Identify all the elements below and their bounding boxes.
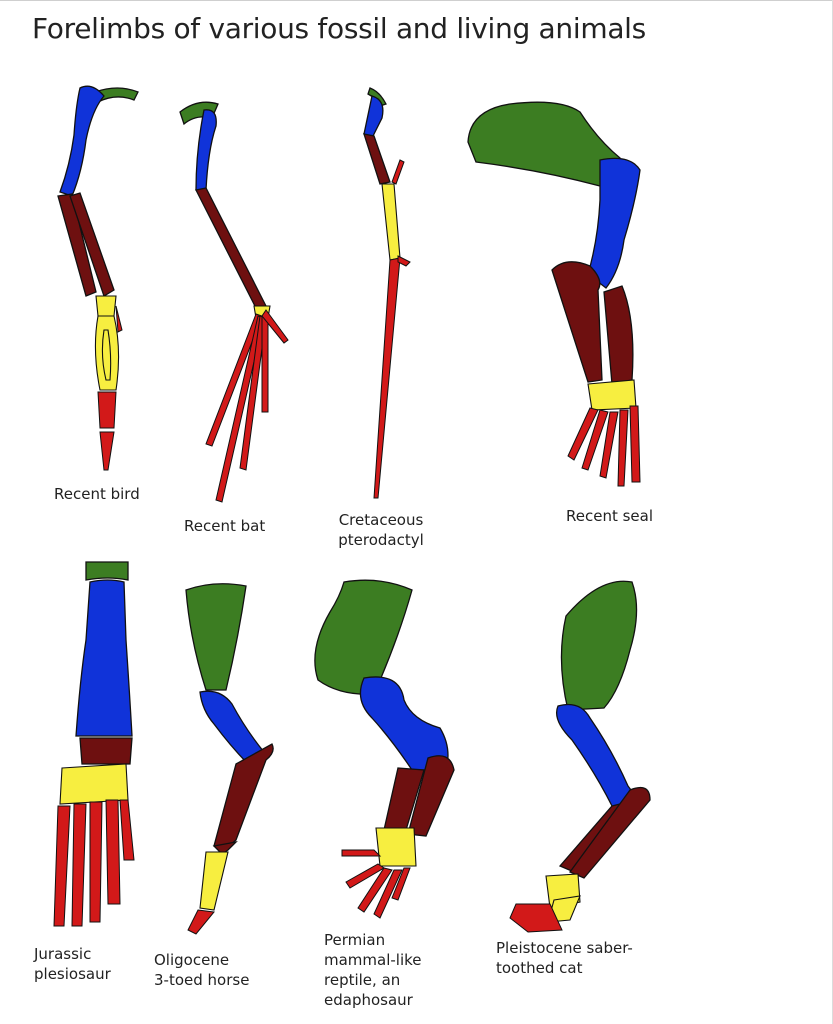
pterodactyl-metacarpal	[381, 183, 401, 261]
seal-carpals	[587, 379, 637, 411]
bat-digit-4	[261, 315, 269, 413]
label-line: Recent bat	[184, 517, 266, 535]
cat-claws	[509, 903, 563, 933]
bird-humerus	[59, 85, 105, 197]
bird-spur	[115, 305, 123, 333]
plesiosaur-digit-1	[53, 805, 71, 927]
label-edaphosaur: Permian mammal-like reptile, an edaphosa…	[324, 930, 422, 1010]
bird-scapula	[94, 87, 139, 103]
seal-digit-3	[599, 411, 619, 479]
horse-hoof	[187, 909, 215, 935]
label-line: Oligocene	[154, 951, 230, 969]
plesiosaur-digit-2	[71, 803, 87, 927]
seal-radius	[551, 261, 603, 383]
plesiosaur-forelimb	[53, 561, 135, 927]
label-pterodactyl: Cretaceous pterodactyl	[320, 510, 442, 550]
seal-digit-1	[567, 407, 599, 461]
label-line: Cretaceous	[338, 511, 424, 529]
plesiosaur-humerus	[75, 579, 133, 737]
label-line: Permian	[324, 931, 386, 949]
page-title: Forelimbs of various fossil and living a…	[32, 12, 646, 45]
pterodactyl-wing-digit	[373, 257, 401, 499]
pterodactyl-humerus	[363, 95, 384, 139]
plesiosaur-digit-5	[119, 799, 135, 861]
label-cat: Pleistocene saber- toothed cat	[496, 938, 633, 978]
pterodactyl-small-digit	[391, 159, 405, 185]
horse-scapula	[185, 583, 247, 691]
edaphosaur-digit-4	[373, 869, 403, 919]
label-line: plesiosaur	[34, 965, 111, 983]
bat-forelimb	[179, 101, 289, 503]
bat-thumb	[261, 309, 289, 344]
bird-digit-2	[99, 431, 115, 471]
cat-ulna	[568, 786, 651, 879]
edaphosaur-digit-1	[341, 849, 382, 857]
edaphosaur-carpals	[375, 827, 417, 867]
label-line: Recent bird	[54, 485, 140, 503]
bat-forearm	[195, 187, 267, 313]
cat-scapula	[560, 580, 638, 711]
label-bat: Recent bat	[184, 516, 265, 536]
plesiosaur-digit-4	[105, 799, 121, 905]
seal-ulna	[603, 285, 634, 385]
label-line: mammal-like	[324, 951, 422, 969]
horse-radius	[213, 743, 274, 848]
cat-humerus	[555, 703, 636, 813]
seal-scapula	[467, 101, 621, 187]
horse-cannon	[212, 840, 238, 855]
label-horse: Oligocene 3-toed horse	[154, 950, 249, 990]
label-plesiosaur: Jurassic plesiosaur	[34, 944, 111, 984]
top-border	[0, 0, 833, 1]
seal-digit-4	[617, 409, 629, 487]
plesiosaur-digit-3	[89, 801, 103, 923]
seal-digit-2	[581, 409, 609, 471]
bat-humerus	[195, 109, 217, 191]
bird-carpometacarpus	[94, 315, 120, 391]
edaphosaur-digit-2	[345, 863, 385, 889]
pterodactyl-claws	[397, 255, 411, 267]
label-line: reptile, an	[324, 971, 401, 989]
plesiosaur-carpals	[59, 763, 129, 805]
edaphosaur-digit-5	[391, 867, 411, 901]
label-line: edaphosaur	[324, 991, 413, 1009]
label-line: Jurassic	[34, 945, 92, 963]
bird-digit-1	[97, 391, 117, 429]
edaphosaur-forelimb	[314, 579, 455, 919]
label-line: toothed cat	[496, 959, 583, 977]
edaphosaur-humerus	[359, 676, 449, 771]
plesiosaur-radius-ulna	[79, 737, 133, 765]
bird-carpals	[95, 295, 117, 317]
edaphosaur-ulna	[407, 755, 455, 837]
seal-forelimb	[467, 101, 641, 487]
edaphosaur-digit-3	[357, 867, 393, 913]
label-line: Pleistocene saber-	[496, 939, 633, 957]
label-seal: Recent seal	[566, 506, 653, 526]
edaphosaur-scapula	[314, 579, 413, 695]
bat-digit-1	[205, 313, 263, 447]
bird-ulna	[69, 192, 115, 297]
plesiosaur-scapula	[85, 561, 129, 581]
label-bird: Recent bird	[54, 484, 140, 504]
bird-forelimb	[57, 85, 139, 471]
seal-humerus	[587, 157, 641, 289]
cat-forelimb	[509, 580, 651, 933]
bird-radius	[57, 193, 97, 297]
label-line: 3-toed horse	[154, 971, 250, 989]
label-line: Recent seal	[566, 507, 654, 525]
pterodactyl-forelimb	[363, 87, 411, 499]
horse-metacarpal	[199, 851, 229, 911]
label-line: pterodactyl	[338, 531, 424, 549]
horse-forelimb	[185, 583, 274, 935]
seal-digit-5	[629, 405, 641, 483]
pterodactyl-forearm	[363, 133, 391, 185]
